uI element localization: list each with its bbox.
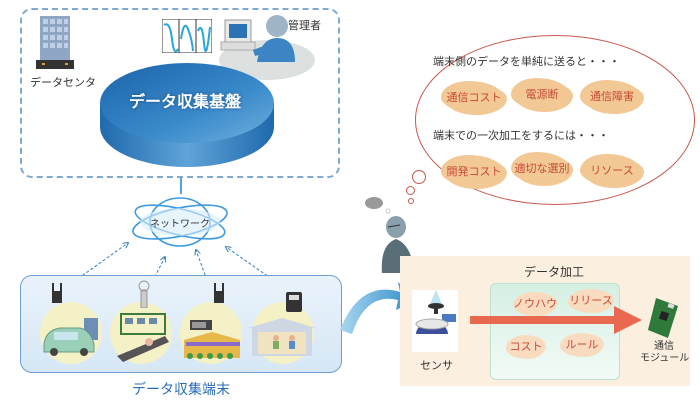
data-center-label: データセンタ bbox=[30, 76, 96, 89]
antenna-icon bbox=[138, 280, 150, 308]
bubble-heading-1: 端末側のデータを単純に送ると・・・ bbox=[433, 55, 620, 68]
processing-title: データ加工 bbox=[523, 265, 584, 279]
issue-blob: 適切な選別 bbox=[514, 154, 570, 184]
thought-dot-1 bbox=[412, 170, 426, 184]
processing-blob: コスト bbox=[506, 335, 546, 359]
issue-blob: 電源断 bbox=[514, 80, 570, 110]
comm-module-label-line1: 通信 bbox=[654, 341, 674, 352]
processing-blob: ノウハウ bbox=[513, 292, 557, 316]
network-label: ネットワーク bbox=[150, 219, 210, 230]
connector-line bbox=[180, 178, 182, 194]
thought-bubble bbox=[415, 35, 695, 205]
building-icon bbox=[36, 16, 74, 69]
issue-blob: 開発コスト bbox=[444, 157, 504, 187]
issue-blob: 通信障害 bbox=[583, 82, 641, 112]
data-platform-label: データ収集基盤 bbox=[128, 92, 241, 111]
comm-module-label-line2: モジュール bbox=[640, 353, 690, 364]
router-icon bbox=[52, 283, 62, 303]
data-platform-disk bbox=[100, 63, 274, 167]
thought-dot-3 bbox=[408, 198, 414, 204]
admin-label: 管理者 bbox=[288, 19, 321, 32]
comm-module-icon bbox=[648, 298, 678, 338]
store-building-icon bbox=[184, 320, 240, 359]
admin-computer-icon bbox=[219, 15, 315, 80]
issue-blob: 通信コスト bbox=[444, 83, 504, 113]
issue-blob: リソース bbox=[583, 156, 641, 186]
monitoring-chart-icon bbox=[162, 19, 212, 53]
bubble-heading-2: 端末での一次加工をするには・・・ bbox=[433, 129, 609, 142]
car-charging-icon bbox=[43, 318, 98, 356]
network-icon bbox=[132, 197, 228, 247]
smart-meter-icon bbox=[286, 292, 302, 312]
sensor-icon bbox=[415, 290, 456, 334]
comm-module-label: 通信 モジュール bbox=[640, 341, 690, 365]
terminals-label: データ収集端末 bbox=[132, 382, 230, 398]
thought-dot-2 bbox=[406, 186, 415, 195]
home-meter-icon bbox=[248, 318, 316, 356]
terminal-link-arrows bbox=[61, 0, 293, 295]
processing-arrow-icon bbox=[470, 306, 642, 334]
flow-arrow-icon bbox=[340, 282, 418, 334]
processing-blob: ルール bbox=[560, 333, 604, 357]
router-icon-2 bbox=[214, 283, 224, 303]
data-center-region bbox=[20, 8, 340, 178]
sensor-label: センサ bbox=[420, 359, 453, 372]
processing-blob: リリース bbox=[568, 289, 614, 313]
factory-line-icon bbox=[117, 313, 169, 362]
